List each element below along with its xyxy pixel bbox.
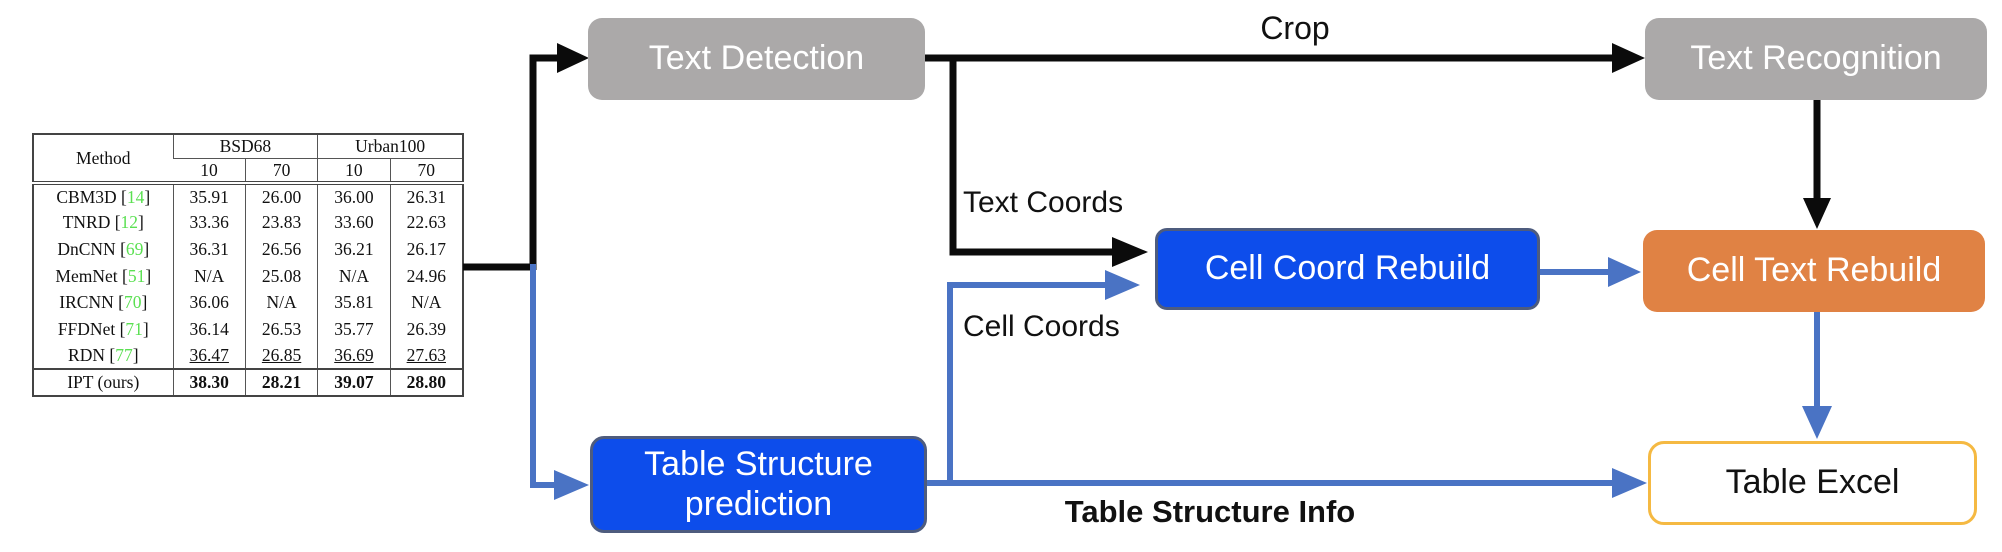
- subheader-cell: 10: [173, 158, 246, 185]
- value-cell: 36.06: [172, 289, 246, 317]
- colgroup-urban100: Urban100: [317, 134, 463, 159]
- arrowhead-cell-coords-icon: [1105, 270, 1140, 300]
- citation-ref: 14: [126, 186, 145, 207]
- table-excel-box: Table Excel: [1648, 441, 1977, 525]
- value-cell: 26.17: [389, 236, 463, 263]
- table-structure-prediction-label: Table Structure prediction: [644, 445, 873, 523]
- value-cell: 36.21: [317, 236, 391, 263]
- arrowhead-table-excel-left-icon: [1612, 468, 1647, 498]
- tsp-label-line2: prediction: [684, 484, 833, 523]
- method-cell: TNRD [12]: [62, 212, 144, 233]
- value-cell: 25.08: [244, 262, 318, 290]
- citation-ref: 51: [127, 265, 146, 286]
- subheader-cell: 10: [317, 158, 391, 185]
- value-cell: 33.60: [317, 209, 391, 237]
- text-detection-box: Text Detection: [588, 18, 925, 100]
- value-cell: 35.91: [172, 183, 246, 210]
- table-excel-label: Table Excel: [1725, 463, 1900, 502]
- value-cell: 26.56: [244, 236, 318, 263]
- value-cell: 36.47: [172, 342, 246, 370]
- method-header-cell: Method: [33, 134, 174, 185]
- table-structure-prediction-box: Table Structure prediction: [590, 436, 927, 533]
- citation-ref: 70: [123, 292, 142, 313]
- value-cell: 36.69: [317, 342, 391, 370]
- value-cell: 26.85: [244, 342, 318, 370]
- arrow-to-text-detection: [529, 54, 557, 270]
- value-cell: 36.00: [317, 183, 391, 210]
- citation-ref: 77: [115, 345, 133, 366]
- text-recognition-box: Text Recognition: [1645, 18, 1987, 100]
- arrowhead-structure-prediction-icon: [554, 470, 589, 500]
- metrics-header-row: Method BSD68 Urban100: [33, 134, 463, 185]
- table-structure-info-edge-label: Table Structure Info: [1064, 494, 1356, 529]
- value-cell: 33.36: [172, 209, 246, 237]
- value-cell: N/A: [317, 262, 391, 290]
- cell-coord-rebuild-box: Cell Coord Rebuild: [1155, 228, 1540, 310]
- value-cell: 28.80: [389, 368, 463, 396]
- arrowhead-text-coords-icon: [1112, 237, 1148, 267]
- arrowhead-cell-text-left-icon: [1608, 257, 1641, 287]
- value-cell: 35.77: [317, 316, 391, 343]
- arrowhead-table-excel-top-icon: [1802, 406, 1832, 439]
- value-cell: 35.81: [317, 289, 391, 317]
- crop-edge-label: Crop: [1260, 10, 1330, 46]
- method-cell: RDN [77]: [68, 345, 139, 366]
- value-cell: 26.39: [389, 316, 463, 343]
- value-cell: 26.53: [244, 316, 318, 343]
- method-cell: CBM3D [14]: [56, 186, 151, 207]
- arrow-text-coords: [949, 58, 1112, 256]
- cell-coords-edge-label: Cell Coords: [963, 310, 1120, 343]
- arrowhead-cell-text-rebuild-icon: [1803, 198, 1831, 229]
- method-cell: IPT (ours): [33, 368, 174, 396]
- value-cell: 23.83: [244, 209, 318, 237]
- arrowhead-text-detection-icon: [557, 43, 589, 73]
- cell-text-rebuild-label: Cell Text Rebuild: [1686, 251, 1942, 290]
- cell-coord-rebuild-label: Cell Coord Rebuild: [1204, 249, 1491, 288]
- method-cell: MemNet [51]: [55, 265, 152, 286]
- value-cell: 36.14: [172, 316, 246, 343]
- method-cell: IRCNN [70]: [59, 292, 148, 313]
- value-cell: 22.63: [389, 209, 463, 237]
- subheader-cell: 70: [389, 158, 463, 185]
- colgroup-bsd68: BSD68: [172, 134, 318, 159]
- value-cell: N/A: [244, 289, 318, 317]
- value-cell: N/A: [389, 289, 463, 317]
- value-cell: 26.31: [389, 183, 463, 210]
- text-detection-label: Text Detection: [648, 39, 865, 78]
- value-cell: N/A: [172, 262, 246, 290]
- value-cell: 38.30: [172, 368, 246, 396]
- citation-ref: 71: [125, 318, 143, 339]
- subheader-cell: 70: [244, 158, 318, 185]
- text-coords-edge-label: Text Coords: [963, 186, 1124, 219]
- value-cell: 36.31: [172, 236, 246, 263]
- arrow-to-structure-prediction: [530, 264, 554, 488]
- value-cell: 24.96: [389, 262, 463, 290]
- value-cell: 27.63: [389, 342, 463, 370]
- value-cell: 28.21: [244, 368, 318, 396]
- citation-ref: 12: [120, 212, 139, 233]
- method-cell: DnCNN [69]: [57, 239, 150, 260]
- citation-ref: 69: [125, 239, 144, 260]
- method-cell: FFDNet [71]: [57, 318, 149, 339]
- arrowhead-text-recognition-icon: [1612, 43, 1645, 73]
- cell-text-rebuild-box: Cell Text Rebuild: [1643, 230, 1985, 312]
- tsp-label-line1: Table Structure: [644, 445, 873, 484]
- value-cell: 26.00: [244, 183, 318, 210]
- text-recognition-label: Text Recognition: [1690, 39, 1942, 78]
- value-cell: 39.07: [317, 368, 391, 396]
